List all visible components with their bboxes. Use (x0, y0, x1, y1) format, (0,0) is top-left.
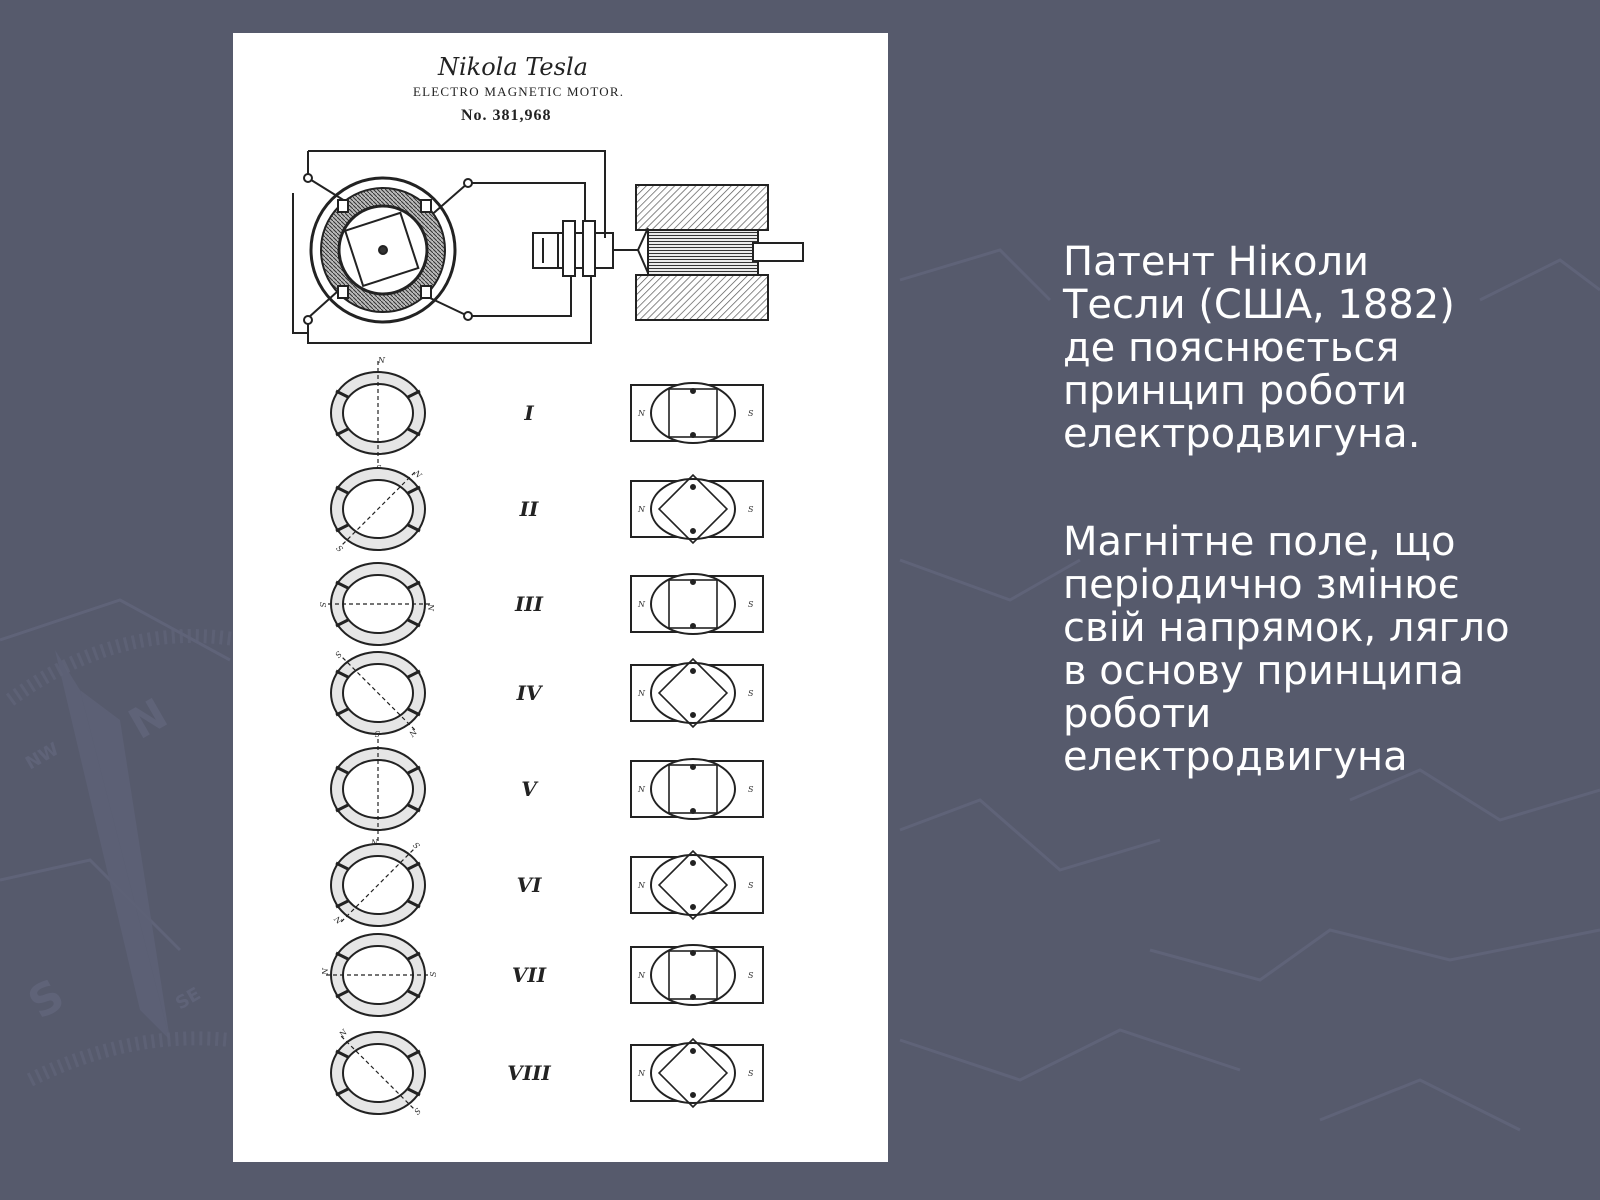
svg-text:N: N (121, 689, 176, 749)
pole-letter: N (637, 881, 646, 890)
figure-label: VIII (507, 1061, 551, 1085)
pole-letter: N (411, 468, 424, 481)
pole-letter: S (374, 729, 380, 738)
paragraph-2-line: роботи (1063, 691, 1212, 737)
stator-ring (330, 361, 426, 465)
pole-letter: N (370, 837, 379, 846)
pole-letter: N (637, 971, 646, 980)
paragraph-2-line: електродвигуна (1063, 734, 1408, 780)
figure-label: III (514, 592, 544, 616)
stator-ring (326, 562, 430, 646)
figure-label: II (519, 497, 539, 521)
figure-row: N S V N S (330, 729, 764, 846)
pole-letter: N (406, 726, 419, 739)
pole-letter: S (748, 971, 754, 980)
paragraph-1-line: Тесли (США, 1882) (1063, 282, 1455, 328)
pole-letter: S (429, 971, 438, 977)
patent-drawing: Nikola Tesla ELECTRO MAGNETIC MOTOR. No.… (233, 33, 888, 1162)
paragraph-1-line: Патент Ніколи (1063, 239, 1370, 285)
pole-letter: N (637, 600, 646, 609)
pole-letter: S (748, 785, 754, 794)
motor-circuit-diagram (292, 150, 804, 344)
figure-label: I (523, 401, 534, 425)
stator-ring (330, 1031, 426, 1115)
armature-drawing (630, 473, 764, 545)
pole-letter: S (748, 1069, 754, 1078)
stator-ring (330, 651, 426, 735)
armature-drawing (630, 573, 764, 635)
paragraph-1-line: принцип роботи (1063, 368, 1408, 414)
armature-drawing (630, 382, 764, 444)
figure-row: N S IV N S (330, 649, 764, 739)
pole-letter: N (321, 967, 330, 976)
stator-ring (330, 467, 426, 551)
pole-letter: N (426, 603, 435, 612)
figure-label: IV (516, 681, 544, 705)
patent-title: ELECTRO MAGNETIC MOTOR. (413, 84, 624, 99)
svg-text:S: S (20, 970, 73, 1030)
armature-drawing (630, 849, 764, 921)
pole-letter: S (748, 505, 754, 514)
stator-ring (326, 933, 430, 1017)
figure-label: VII (512, 963, 547, 987)
pole-letter: N (637, 1069, 646, 1078)
pole-letter: N (637, 505, 646, 514)
paragraph-2-line: періодично змінює (1063, 562, 1460, 608)
pole-letter: S (748, 409, 754, 418)
armature-drawing (630, 657, 764, 729)
figure-row: NSINS (330, 356, 764, 473)
stator-ring (330, 737, 426, 841)
figure-label: VI (517, 873, 543, 897)
pole-letter: N (332, 913, 345, 926)
armature-drawing (630, 1037, 764, 1109)
paragraph-2-line: Магнітне поле, що (1063, 519, 1456, 565)
pole-letter: S (748, 600, 754, 609)
patent-signature: Nikola Tesla (437, 53, 588, 81)
pole-letter: N (637, 689, 646, 698)
paragraph-1-line: електродвигуна. (1063, 411, 1421, 457)
pole-letter: S (413, 1106, 424, 1117)
figure-label: V (521, 777, 539, 801)
svg-text:SE: SE (172, 984, 204, 1015)
figure-row: N S VII N S (321, 933, 764, 1017)
figure-row: N S VI N S (330, 840, 764, 927)
figure-row: N S VIII N S (330, 1027, 764, 1117)
pole-letter: S (333, 649, 344, 660)
pole-letter: S (748, 881, 754, 890)
patent-svg: Nikola Tesla ELECTRO MAGNETIC MOTOR. No.… (292, 53, 804, 1117)
description-paragraph-1: Патент Ніколи Тесли (США, 1882) де поясн… (1063, 241, 1563, 456)
paragraph-1-line: де пояснюється (1063, 325, 1400, 371)
description-paragraph-2: Магнітне поле, що періодично змінює свій… (1063, 521, 1563, 779)
pole-letter: S (748, 689, 754, 698)
pole-letter: N (377, 356, 386, 365)
pole-letter: N (637, 785, 646, 794)
paragraph-2-line: свій напрямок, лягло (1063, 605, 1510, 651)
svg-text:NW: NW (22, 739, 63, 775)
paragraph-2-line: в основу принципа (1063, 648, 1464, 694)
patent-number: No. 381,968 (461, 107, 552, 124)
pole-letter: N (337, 1027, 350, 1040)
stator-ring (330, 843, 426, 927)
pole-letter: S (318, 602, 327, 608)
figure-row: N S II N S (330, 467, 764, 555)
figure-rows: N S I N S N S II N S N S III N S N S IV N S N S V N S N S VI N S N S VII… (318, 356, 764, 1117)
figure-row: N S III N S (318, 562, 764, 646)
armature-drawing (630, 944, 764, 1006)
pole-letter: S (411, 840, 422, 851)
armature-drawing (630, 758, 764, 820)
pole-letter: S (334, 544, 345, 555)
pole-letter: N (637, 409, 646, 418)
